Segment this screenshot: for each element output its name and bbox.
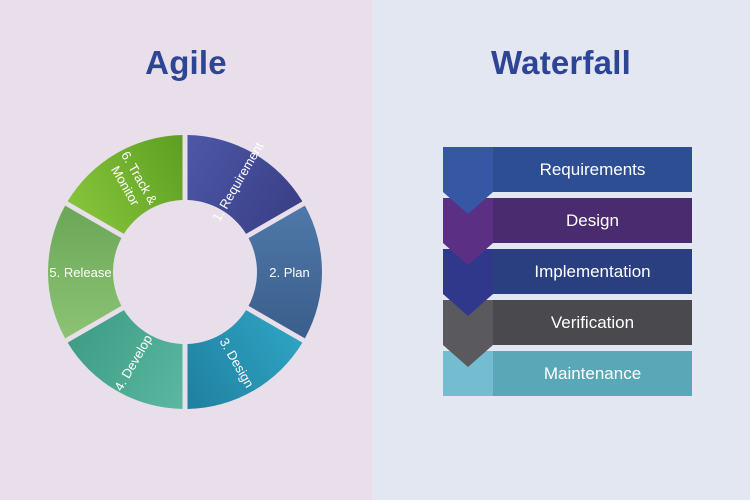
agile-segment — [248, 205, 323, 339]
waterfall-title: Waterfall — [491, 44, 631, 81]
waterfall-step-label: Verification — [550, 313, 635, 332]
agile-step-label: 5. Release — [49, 265, 111, 280]
agile-title: Agile — [145, 44, 227, 81]
waterfall-step-label: Requirements — [539, 160, 646, 179]
waterfall-step: Maintenance — [443, 351, 692, 396]
waterfall-step-label: Implementation — [534, 262, 651, 281]
waterfall-step-label: Design — [566, 211, 619, 230]
agile-segment — [67, 135, 183, 234]
waterfall-step: Requirements — [443, 147, 692, 192]
agile-segment — [67, 310, 183, 409]
agile-step-label: 2. Plan — [269, 265, 309, 280]
waterfall-step: Design — [443, 198, 692, 243]
agile-segment — [48, 205, 122, 339]
agile-segment — [187, 135, 303, 234]
waterfall-step: Verification — [443, 300, 692, 345]
agile-segment — [187, 310, 303, 409]
waterfall-step-label: Maintenance — [543, 364, 642, 383]
waterfall-step: Implementation — [443, 249, 692, 294]
